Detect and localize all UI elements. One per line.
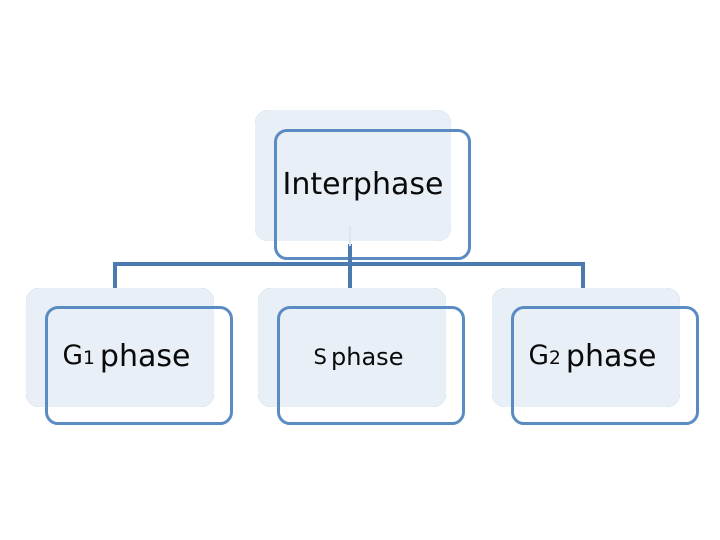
node-label-base: G — [528, 340, 549, 372]
node-label-base: G — [62, 340, 83, 372]
connector-drop-s — [348, 262, 352, 292]
connector-drop-g1 — [113, 262, 117, 292]
connector-root-stem — [348, 244, 352, 266]
node-card — [511, 306, 699, 425]
node-interphase[interactable]: Interphase — [255, 110, 471, 260]
node-label-suffix: phase — [331, 342, 404, 371]
node-label-subscript: 1 — [82, 348, 95, 370]
connector-drop-g2 — [581, 262, 585, 292]
node-label-subscript: 2 — [548, 348, 561, 370]
node-label-suffix: phase — [99, 338, 191, 374]
node-card — [274, 129, 471, 260]
node-label-suffix: phase — [565, 338, 657, 374]
node-label-interphase: Interphase — [282, 167, 444, 202]
connector-seam-artifact — [349, 226, 351, 246]
node-label-base: S — [313, 343, 327, 369]
node-card — [277, 306, 465, 425]
node-card — [45, 306, 233, 425]
